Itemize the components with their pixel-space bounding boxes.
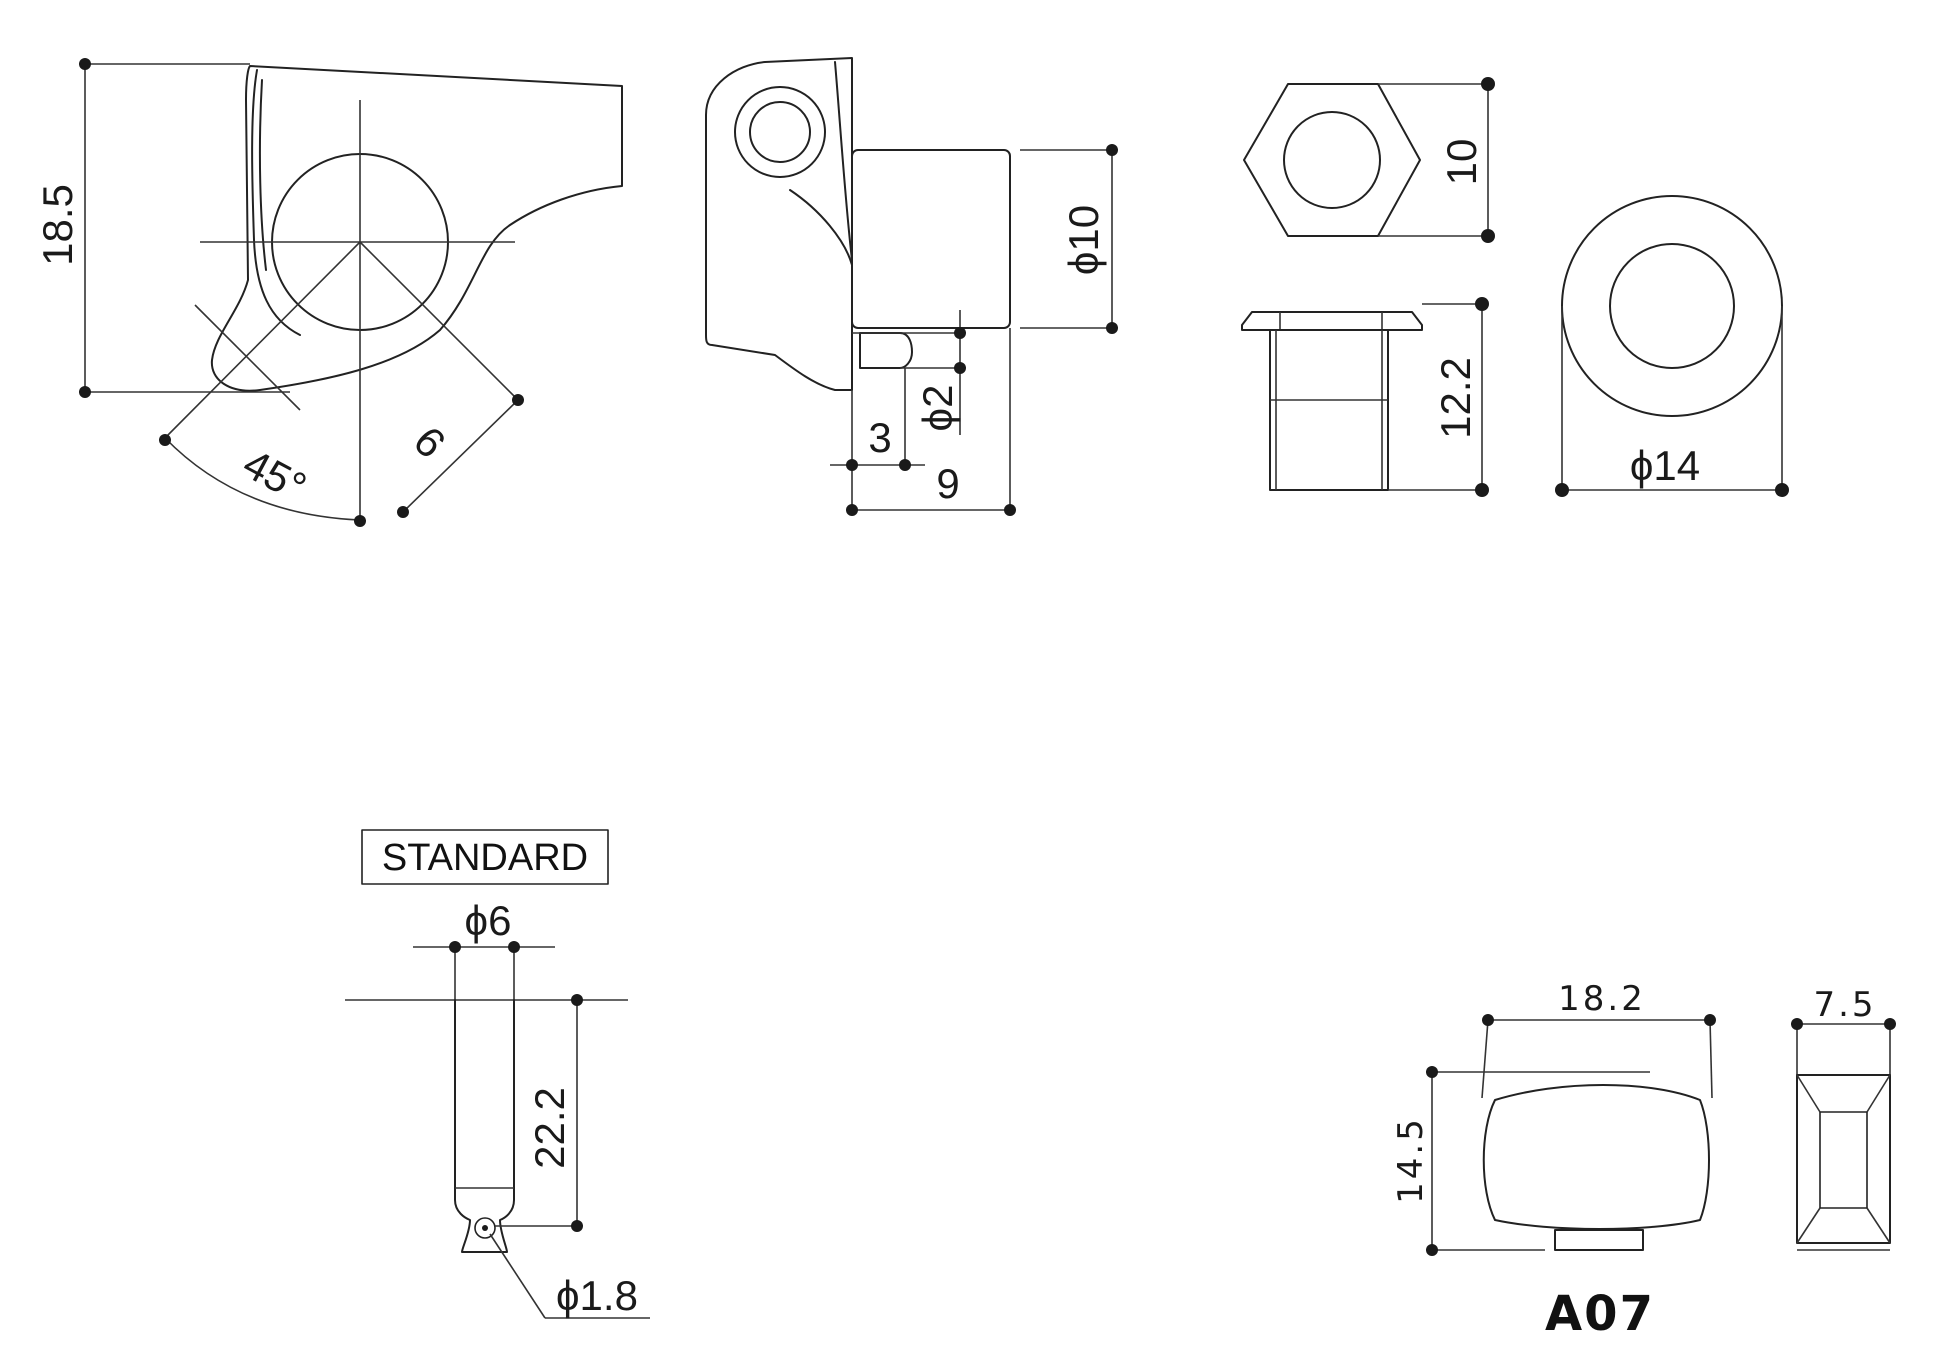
hex-nut-top-view: 10 <box>1243 77 1495 243</box>
dim-dot <box>512 394 524 406</box>
dim-dot <box>508 941 520 953</box>
diagonal-left <box>164 241 361 439</box>
dim-18-2-ext <box>1481 1019 1489 1099</box>
button-side-bevel <box>1866 1207 1891 1244</box>
dim-bushing-height: 12.2 <box>1432 357 1479 439</box>
dim-dot <box>1475 297 1489 311</box>
dim-dot <box>1106 144 1118 156</box>
housing-front-curve <box>789 189 853 266</box>
button-outline <box>1482 1084 1710 1230</box>
dim-dot <box>1475 483 1489 497</box>
dim-dot <box>1791 1018 1803 1030</box>
dim-dot <box>571 1220 583 1232</box>
housing-front-edge <box>834 61 853 261</box>
hex-nut-outline <box>1243 83 1421 237</box>
button-side-bevel <box>1796 1074 1821 1113</box>
dim-hole-diameter: ϕ1.8 <box>556 1272 638 1319</box>
dim-dot <box>1482 1014 1494 1026</box>
dim-button-height: 14.5 <box>1391 1116 1431 1204</box>
hex-nut-hole <box>1283 111 1381 209</box>
dim-dot <box>1884 1018 1896 1030</box>
housing-hole-outer <box>734 86 826 178</box>
dim-9-line <box>402 399 519 513</box>
housing-front-view: ϕ10 ϕ2 3 9 <box>705 57 1118 516</box>
dim-dot <box>354 515 366 527</box>
bushing-flange <box>1241 311 1423 331</box>
dim-post-diameter: ϕ6 <box>465 897 512 944</box>
dim-angle: 45° <box>236 440 314 511</box>
dim-nut-height: 10 <box>1438 139 1485 186</box>
model-label: A07 <box>1545 1286 1655 1342</box>
washer-view: ϕ14 <box>1555 195 1789 497</box>
dim-button-width: 18.2 <box>1558 979 1646 1019</box>
bushing-side-view: 12.2 <box>1241 297 1489 497</box>
dim-gear-offset: 9 <box>405 417 455 467</box>
button-side-bevel <box>1796 1207 1821 1244</box>
standard-label-box <box>361 829 609 885</box>
dim-dot <box>899 459 911 471</box>
dim-dot <box>1555 483 1569 497</box>
dim-pin-diameter: ϕ2 <box>914 385 961 432</box>
dim-dot <box>954 327 966 339</box>
housing-inner-curve <box>258 79 267 271</box>
housing-hole-inner <box>749 101 811 163</box>
dim-dot <box>1704 1014 1716 1026</box>
post-hole <box>474 1217 496 1239</box>
washer-outer <box>1561 195 1783 417</box>
hole-leader <box>489 1233 546 1319</box>
dim-post-height: 18.5 <box>34 184 81 266</box>
dim-dot <box>1426 1066 1438 1078</box>
dim-dot <box>449 941 461 953</box>
dim-18-2-ext <box>1709 1019 1713 1099</box>
perp-line <box>194 304 301 411</box>
dim-dot <box>159 434 171 446</box>
housing-outline <box>210 65 623 392</box>
dim-washer-diameter: ϕ14 <box>1630 442 1700 489</box>
dim-post-length: 22.2 <box>526 1087 573 1169</box>
dim-dot <box>397 506 409 518</box>
button-side-view: 7.5 <box>1791 985 1896 1251</box>
dim-bushing-diameter: ϕ10 <box>1060 205 1107 275</box>
dim-dot <box>1004 504 1016 516</box>
standard-post-view: STANDARD ϕ6 22.2 ϕ1.8 <box>345 829 650 1319</box>
dim-dot <box>1775 483 1789 497</box>
button-shaft <box>1554 1229 1644 1251</box>
dim-dot <box>79 386 91 398</box>
button-side-bevel <box>1866 1074 1891 1113</box>
button-side-outline <box>1796 1074 1891 1244</box>
dim-button-thickness: 7.5 <box>1813 985 1876 1025</box>
dim-pin-offset: 3 <box>868 414 891 461</box>
diagonal-right <box>359 241 519 401</box>
dim-dot <box>571 994 583 1006</box>
standard-label: STANDARD <box>382 837 588 879</box>
dim-dot <box>846 459 858 471</box>
dim-dot <box>79 58 91 70</box>
housing-inner-edge <box>251 69 301 336</box>
housing-side-view: 18.5 45° 9 <box>34 58 623 527</box>
dim-bushing-length: 9 <box>936 460 959 507</box>
washer-inner <box>1609 243 1735 369</box>
bushing-barrel <box>1269 329 1389 491</box>
pin <box>859 332 913 369</box>
button-front-view: 18.2 14.5 A07 <box>1391 979 1716 1342</box>
dim-dot <box>1426 1244 1438 1256</box>
post-shaft <box>454 999 515 1253</box>
dim-dot <box>954 362 966 374</box>
dim-dot <box>1481 229 1495 243</box>
dim-dot <box>1106 322 1118 334</box>
button-side-inner <box>1819 1111 1868 1209</box>
dim-dot <box>846 504 858 516</box>
housing-front-outline <box>705 57 853 391</box>
post-hole-center <box>482 1225 488 1231</box>
bushing-body <box>851 149 1011 329</box>
angle-arc <box>164 437 361 521</box>
dim-dot <box>1481 77 1495 91</box>
